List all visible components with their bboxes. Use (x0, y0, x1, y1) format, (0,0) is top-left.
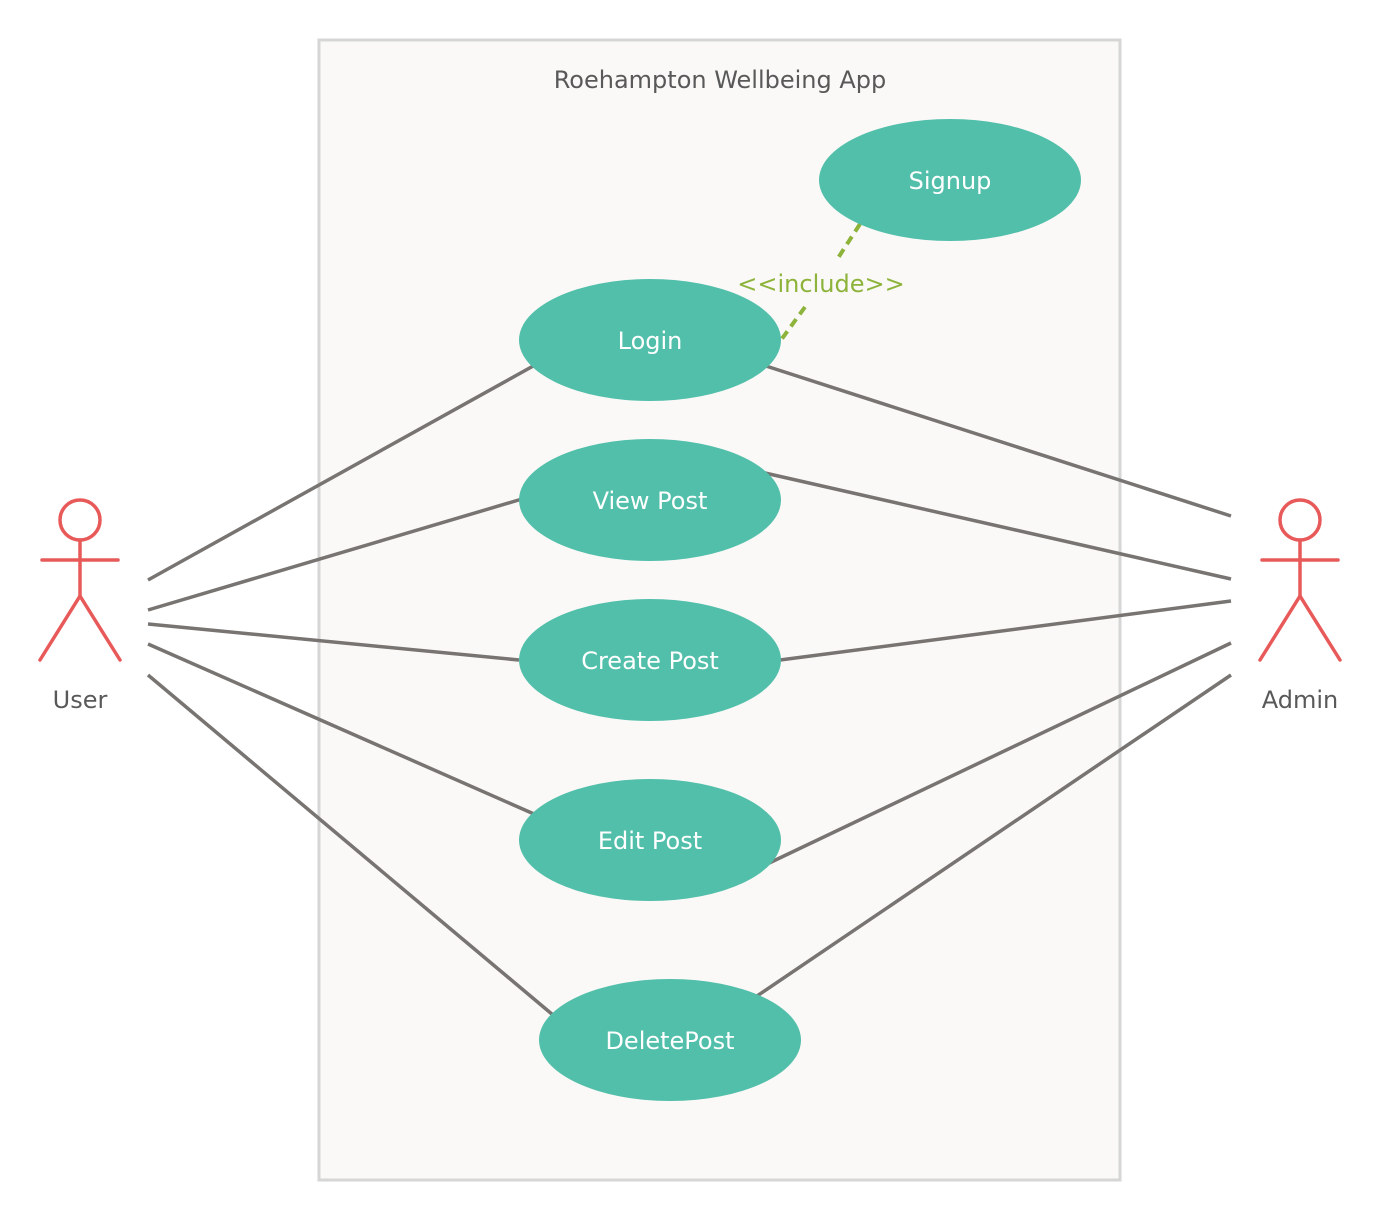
use-case-view-post-shape (519, 439, 781, 561)
association-admin-edit-post (764, 641, 1232, 867)
use-case-signup-label: Signup (909, 167, 992, 195)
include-label: <<include>> (737, 270, 904, 298)
admin-associations (756, 364, 1232, 998)
use-case-login-shape (519, 279, 781, 401)
actor-admin[interactable]: Admin (1258, 498, 1342, 714)
actor-user-label: User (53, 686, 108, 714)
association-admin-create-post (779, 599, 1232, 662)
use-case-signup[interactable]: Signup (819, 119, 1081, 241)
use-case-signup-shape (819, 119, 1081, 241)
actor-admin-figure-icon (1258, 498, 1342, 662)
association-admin-delete-post (756, 673, 1232, 998)
use-case-edit-post[interactable]: Edit Post (519, 779, 781, 901)
include-connector-upper (836, 222, 862, 260)
use-case-edit-post-shape (519, 779, 781, 901)
use-case-delete-post[interactable]: DeletePost (539, 979, 801, 1101)
system-title: Roehampton Wellbeing App (554, 66, 887, 94)
use-case-delete-post-label: DeletePost (605, 1027, 734, 1055)
use-case-login[interactable]: Login (519, 279, 781, 401)
association-user-login (147, 363, 536, 582)
association-user-view-post (147, 497, 523, 612)
use-case-login-label: Login (618, 327, 683, 355)
association-admin-view-post (764, 471, 1232, 581)
use-case-create-post-label: Create Post (581, 647, 719, 675)
association-user-edit-post (147, 642, 535, 816)
use-case-edit-post-label: Edit Post (598, 827, 702, 855)
actor-user-figure-icon (38, 498, 122, 662)
use-case-view-post[interactable]: View Post (519, 439, 781, 561)
use-case-view-post-label: View Post (593, 487, 708, 515)
user-associations (146, 363, 555, 1017)
use-case-create-post[interactable]: Create Post (519, 599, 781, 721)
use-case-create-post-shape (519, 599, 781, 721)
association-admin-login (765, 364, 1232, 518)
actor-user[interactable]: User (38, 498, 122, 714)
use-case-delete-post-shape (539, 979, 801, 1101)
association-user-delete-post (146, 673, 555, 1017)
actor-admin-label: Admin (1262, 686, 1339, 714)
include-connector-lower (779, 305, 807, 342)
association-user-create-post (147, 622, 520, 662)
